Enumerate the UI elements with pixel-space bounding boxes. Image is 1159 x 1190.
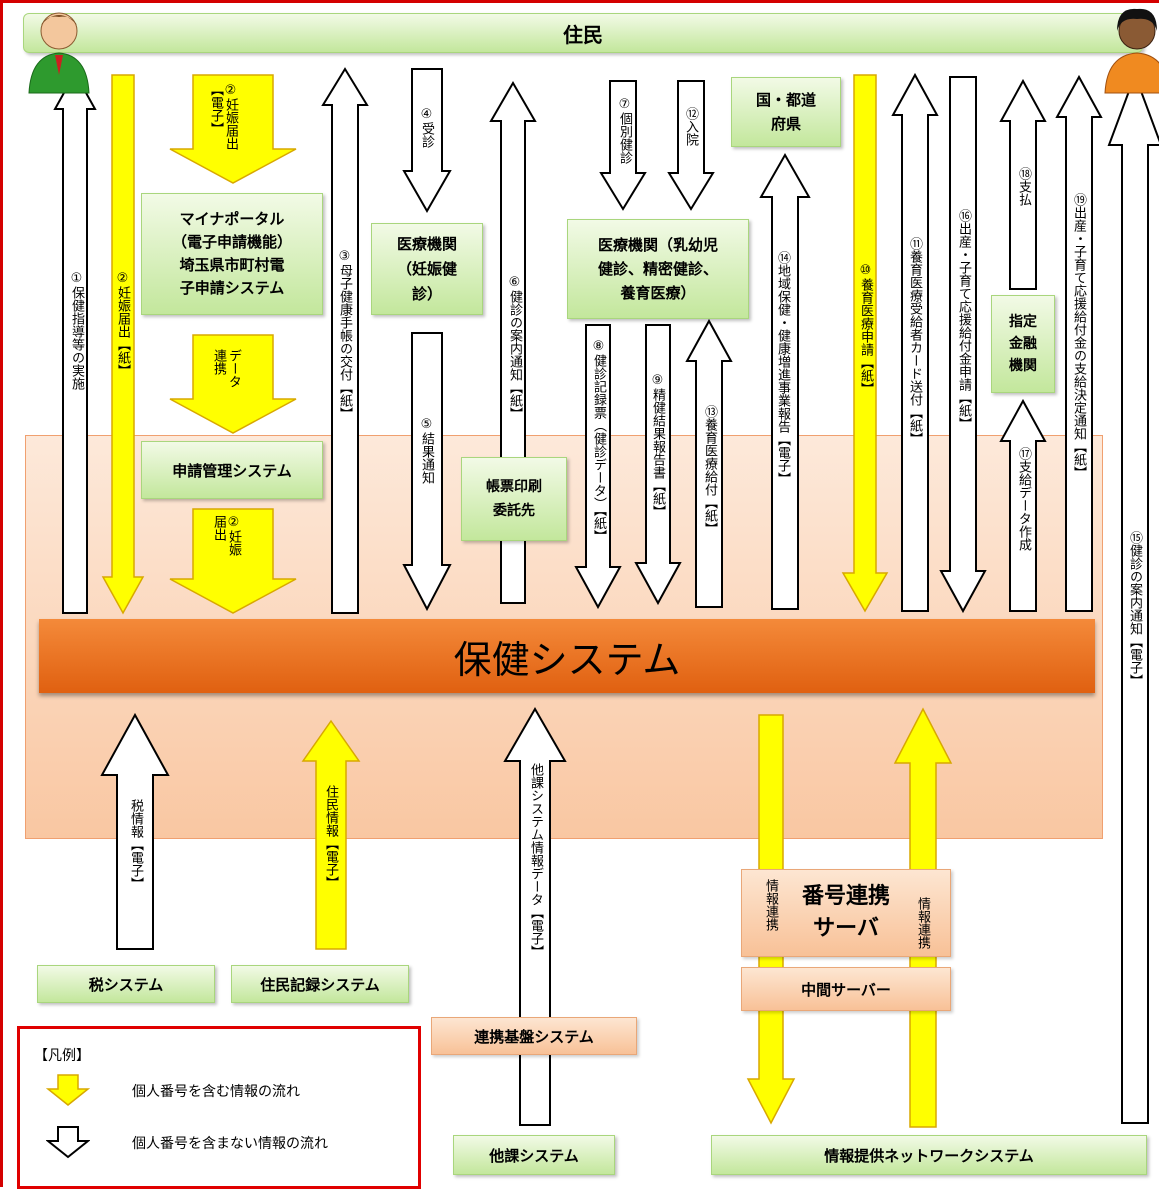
arrow-a5 bbox=[402, 332, 452, 612]
label-a6: ⑥健診の案内通知【紙】 bbox=[507, 275, 522, 420]
label-taka-info: 他課システム情報データ【電子】 bbox=[528, 763, 543, 958]
legend-white-arrow-icon bbox=[46, 1126, 90, 1159]
legend-yellow-arrow-icon bbox=[46, 1074, 90, 1106]
label-a4: ④受診 bbox=[419, 107, 434, 148]
arrow-a16 bbox=[939, 76, 987, 614]
zei-system-box: 税システム bbox=[37, 965, 215, 1003]
iryo-ninshin-box: 医療機関 （妊娠健 診） bbox=[371, 223, 483, 315]
mynaportal-box: マイナポータル （電子申請機能） 埼玉県市町村電 子申請システム bbox=[141, 193, 323, 315]
arrow-a11 bbox=[891, 72, 939, 612]
chukan-server-box: 中間サーバー bbox=[741, 967, 951, 1011]
label-a2-paper: ②妊娠届出【紙】 bbox=[115, 271, 130, 377]
legend-without-number: 個人番号を含まない情報の流れ bbox=[132, 1136, 328, 1152]
label-jumin-info: 住民情報【電子】 bbox=[323, 785, 338, 889]
health-system-label: 保健システム bbox=[453, 637, 681, 682]
jumin-kiroku-box: 住民記録システム bbox=[231, 965, 409, 1003]
arrow-a13 bbox=[685, 318, 733, 608]
shitei-kinyu-box: 指定 金融 機関 bbox=[991, 295, 1055, 393]
label-a2-electronic: ②妊娠届出【電子】 bbox=[208, 83, 238, 150]
shinsei-kanri-box: 申請管理システム bbox=[141, 441, 323, 499]
bango-server-box: 番号連携 サーバ bbox=[741, 869, 951, 957]
label-joho-renkei-right: 情報連携 bbox=[915, 897, 930, 949]
arrow-a2-e bbox=[169, 74, 297, 184]
label-joho-renkei-left: 情報連携 bbox=[763, 879, 778, 931]
arrow-a9 bbox=[634, 324, 682, 606]
label-a14: ⑭地域保健・健康増進事業報告【電子】 bbox=[775, 251, 790, 485]
renkei-kiban-box: 連携基盤システム bbox=[431, 1017, 637, 1055]
resident-left-icon bbox=[28, 12, 90, 94]
label-a17: ⑰支給データ作成 bbox=[1016, 447, 1031, 551]
arrow-a14 bbox=[759, 152, 811, 610]
joho-net-box: 情報提供ネットワークシステム bbox=[711, 1135, 1147, 1175]
label-a19: ⑲出産・子育て応援給付金の支給決定通知【紙】 bbox=[1071, 193, 1086, 479]
label-a9: ⑨精健結果報告書【紙】 bbox=[650, 373, 665, 518]
legend-title: 【凡例】 bbox=[34, 1048, 90, 1064]
iryo-nyuyoji-box: 医療機関（乳幼児 健診、精密健診、 養育医療） bbox=[567, 219, 749, 319]
resident-right-icon bbox=[1104, 8, 1159, 94]
arrow-a7 bbox=[599, 80, 647, 211]
label-a1: ①保健指導等の実施 bbox=[69, 271, 84, 390]
label-a13: ⑬養育医療給付【紙】 bbox=[702, 405, 717, 535]
arrow-a10 bbox=[841, 74, 889, 613]
arrow-a3 bbox=[321, 67, 369, 614]
label-a2-bottom: ②妊娠届出 bbox=[211, 515, 241, 556]
arrow-jumin-info bbox=[301, 719, 361, 950]
arrow-a12 bbox=[667, 80, 715, 211]
label-zei-info: 税情報【電子】 bbox=[128, 799, 143, 890]
label-a15: ⑮健診の案内通知【電子】 bbox=[1127, 531, 1142, 687]
residents-label: 住民 bbox=[563, 22, 603, 47]
arrow-zei-info bbox=[100, 712, 170, 950]
kuni-box: 国・都道 府県 bbox=[731, 77, 841, 147]
arrow-a2-bottom bbox=[169, 508, 297, 614]
label-a3: ③母子健康手帳の交付【紙】 bbox=[337, 249, 352, 420]
arrow-a2-paper bbox=[101, 74, 145, 615]
arrow-a15 bbox=[1107, 72, 1159, 1124]
legend-with-number: 個人番号を含む情報の流れ bbox=[132, 1084, 300, 1100]
arrow-a18 bbox=[999, 78, 1047, 290]
label-data-renkei: データ連携 bbox=[211, 349, 241, 388]
arrows-layer: .w{fill:#fff;stroke:#000;stroke-width:2;… bbox=[53, 67, 1159, 1128]
label-a7: ⑦個別健診 bbox=[617, 97, 632, 164]
label-a18: ⑱支払 bbox=[1016, 167, 1031, 206]
label-a5: ⑤結果通知 bbox=[419, 417, 434, 484]
label-a16: ⑯出産・子育て応援給付金申請【紙】 bbox=[956, 209, 971, 430]
arrow-a17 bbox=[999, 398, 1047, 612]
label-a12: ⑫入院 bbox=[683, 107, 698, 146]
arrow-a8 bbox=[574, 324, 622, 610]
legend: 【凡例】 個人番号を含む情報の流れ 個人番号を含まない情報の流れ bbox=[17, 1026, 421, 1189]
label-a11: ⑪養育医療受給者カード送付【紙】 bbox=[907, 237, 922, 445]
residents-bar: 住民 bbox=[23, 13, 1143, 53]
choshyo-box: 帳票印刷 委託先 bbox=[461, 457, 567, 541]
taka-system-box: 他課システム bbox=[453, 1135, 615, 1175]
label-a8: ⑧健診記録票（健診データ）【紙】 bbox=[591, 339, 606, 543]
arrow-a4 bbox=[402, 68, 452, 214]
arrow-data-renkei bbox=[169, 334, 297, 434]
label-a10: ⑩養育医療申請【紙】 bbox=[858, 263, 873, 395]
arrow-a19 bbox=[1055, 74, 1103, 612]
health-system-band: 保健システム bbox=[39, 619, 1095, 693]
